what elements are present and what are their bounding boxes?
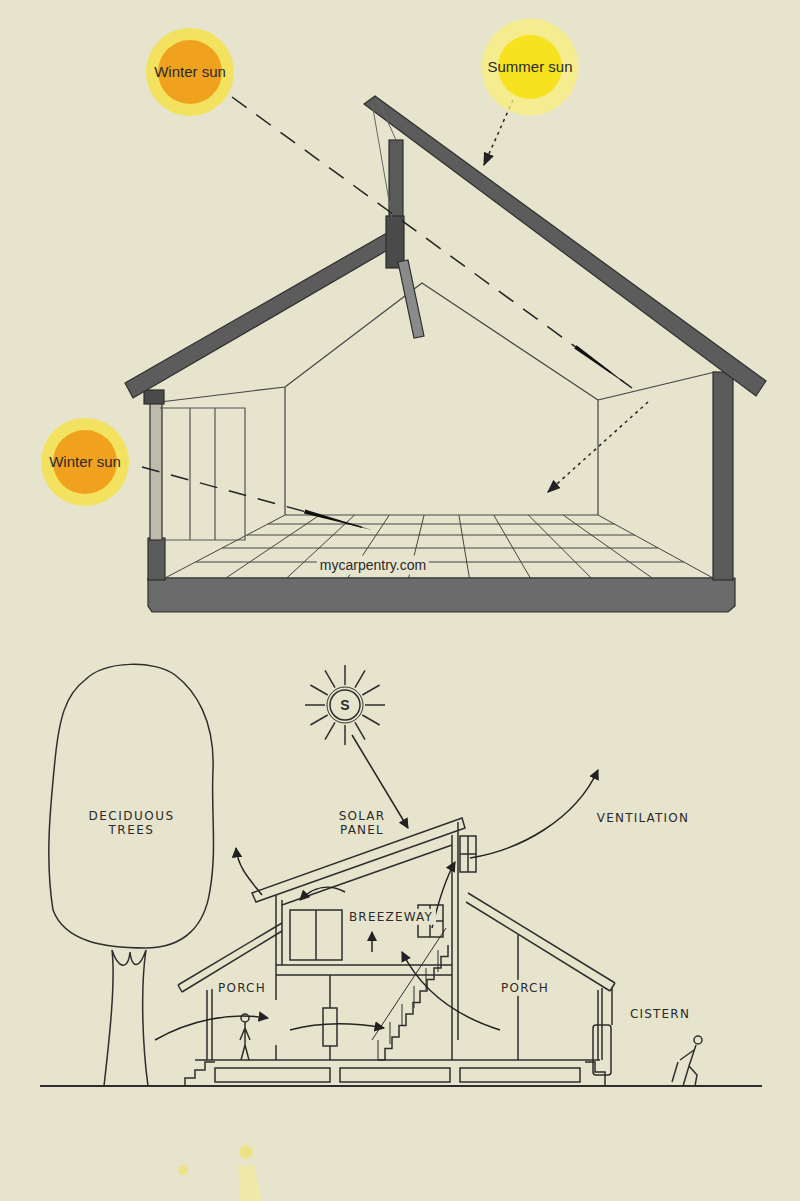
lower-rafter [125, 230, 398, 398]
bottom-house [40, 818, 762, 1086]
sun-label: S [340, 697, 349, 713]
sun-glow [41, 418, 129, 506]
part-label: PORCH [498, 980, 552, 996]
sun-glow [481, 18, 578, 115]
foundation [460, 1068, 580, 1082]
part-label: BREEZEWAY [346, 909, 436, 925]
interior-wall [323, 975, 337, 1060]
window-mullion [460, 836, 476, 872]
sun-ray [325, 670, 335, 687]
sun-ray [362, 685, 379, 695]
top-house [125, 96, 766, 612]
floor-slab [148, 578, 735, 612]
part-label: VENTILATION [594, 810, 692, 826]
sun-ray [355, 722, 365, 739]
faint-marks [178, 1145, 262, 1201]
house-wall [276, 895, 282, 1060]
watermark: mycarpentry.com [317, 556, 429, 575]
sun-glow [146, 28, 234, 116]
part-label: CISTERN [627, 1006, 693, 1022]
clerestory-sash [398, 260, 424, 338]
part-label: PORCH [215, 980, 269, 996]
summer-ray [548, 402, 648, 492]
sun-rays [142, 97, 648, 530]
sun-ray [325, 722, 335, 739]
sun-ray [365, 704, 385, 706]
clerestory-glass [372, 100, 396, 218]
sun-label: Winter sun [154, 63, 226, 80]
cistern [593, 1025, 611, 1075]
flow-arrow [300, 887, 345, 900]
winter-ray [232, 97, 632, 388]
grid-line [196, 524, 684, 562]
flow-arrow [236, 848, 262, 895]
sun-symbol: Winter sun [144, 26, 236, 118]
sun-ray [310, 715, 327, 725]
sun-ray [310, 685, 327, 695]
tree-trunk [104, 950, 148, 1086]
grid-line [226, 515, 652, 578]
flow-arrow [402, 952, 500, 1030]
person [240, 1022, 250, 1060]
steps [185, 1062, 605, 1086]
floor-edge [165, 515, 713, 578]
ceiling-line [282, 845, 452, 905]
faint-bar [238, 1165, 262, 1201]
flow-arrow [155, 1016, 268, 1040]
flow-arrow [371, 932, 373, 952]
air-flow [155, 735, 598, 1040]
sun-ray [305, 704, 325, 706]
faint-dot [178, 1165, 188, 1175]
downspout [611, 988, 613, 1025]
tree-outline: DECIDUOUS TREES [45, 660, 218, 950]
sun-ray [355, 670, 365, 687]
sun-symbol: Winter sun [39, 416, 131, 508]
foundation [340, 1068, 450, 1082]
faint-dot [239, 1145, 253, 1159]
person [694, 1036, 702, 1044]
sun-symbol: Summer sun [479, 16, 581, 118]
tree-label: DECIDUOUS TREES [88, 810, 174, 838]
floor-line [195, 1059, 600, 1061]
wall-post [148, 538, 165, 580]
upper-room [290, 910, 342, 960]
clerestory-post [386, 216, 404, 268]
clerestory-window [460, 836, 476, 872]
upper-rafter [364, 96, 766, 396]
wall-post [713, 372, 733, 580]
flow-arrow [470, 770, 598, 858]
sun-symbol: S [303, 663, 387, 747]
clerestory-post [389, 140, 403, 220]
porch-post [518, 935, 602, 1060]
tree-crown [49, 664, 214, 948]
person [672, 1045, 697, 1086]
sun-ray [362, 715, 379, 725]
floor-grid [165, 515, 713, 578]
right-roof [466, 893, 615, 991]
person [241, 1014, 249, 1022]
porch-post [207, 989, 212, 1060]
flow-arrow [290, 1024, 384, 1030]
sun-label: Summer sun [487, 58, 572, 75]
winter-ray [142, 467, 372, 530]
clerestory-wall [452, 822, 458, 1060]
sun-ring [327, 687, 363, 723]
sun-disc [330, 690, 360, 720]
window-glass [160, 408, 245, 540]
sun-ray [344, 725, 346, 745]
part-label: SOLAR PANEL [336, 808, 389, 839]
sun-label: Winter sun [49, 453, 121, 470]
foundation [215, 1068, 330, 1082]
node-shape [45, 660, 218, 950]
rafter-end [144, 390, 164, 404]
sun-ray [344, 665, 346, 685]
